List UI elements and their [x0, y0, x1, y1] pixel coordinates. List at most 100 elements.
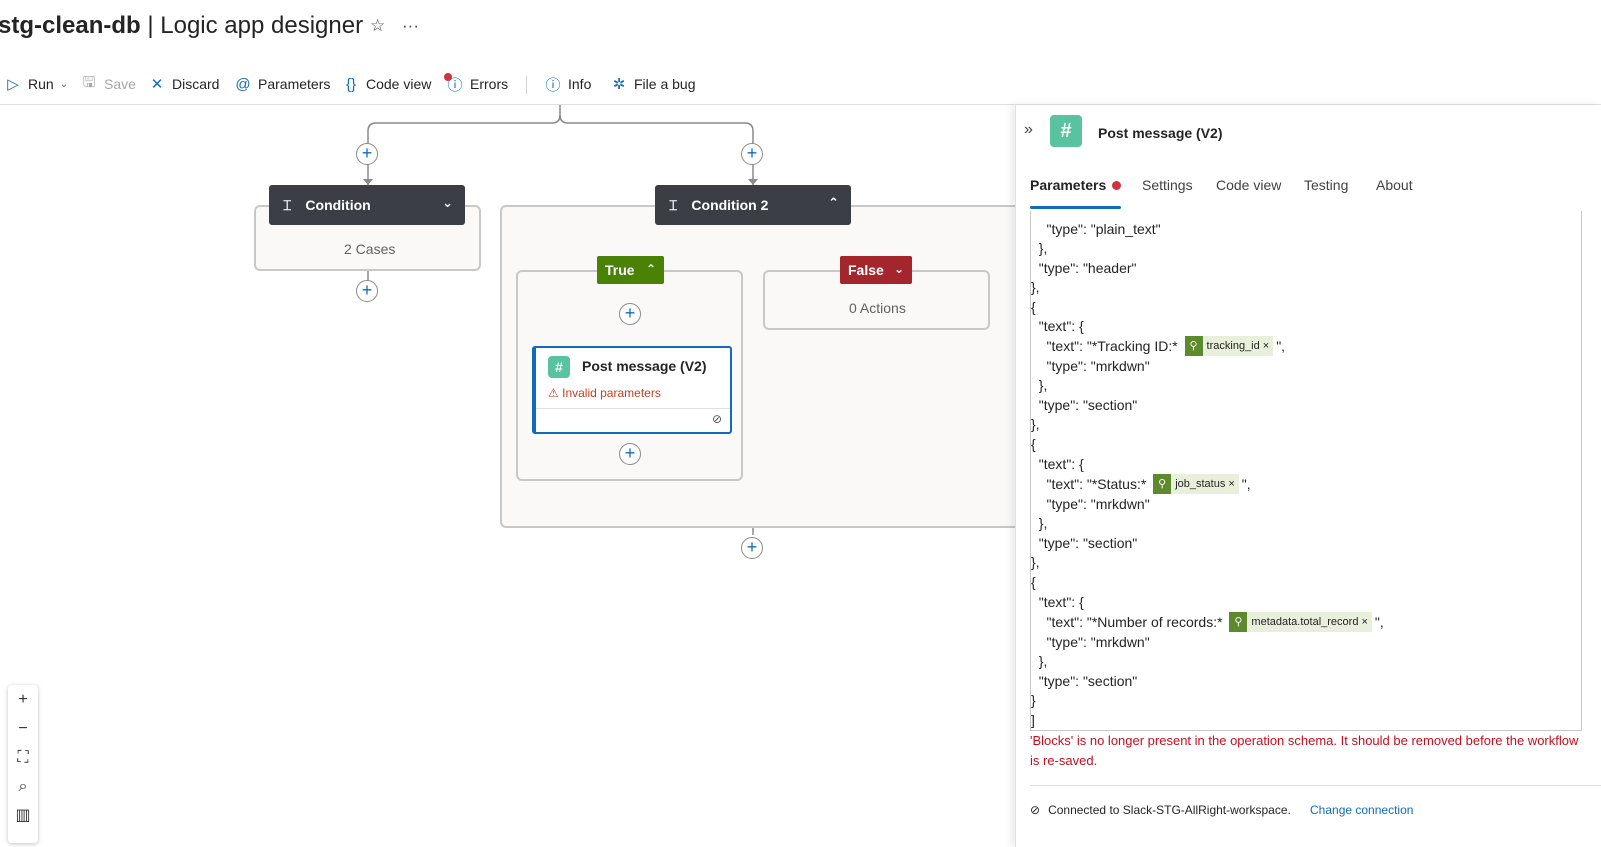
code-line: "type": "section" — [1031, 535, 1138, 551]
play-icon: ▷ — [7, 76, 19, 93]
token-tracking-id[interactable]: ⚲tracking_id× — [1184, 336, 1274, 356]
code-line: }, — [1031, 416, 1040, 432]
tab-parameters[interactable]: Parameters — [1030, 177, 1122, 209]
code-line: }, — [1031, 515, 1048, 531]
chevron-down-icon: ⌄ — [893, 262, 904, 276]
info-icon: ⓘ — [545, 76, 561, 94]
add-action-button[interactable]: + — [619, 443, 641, 465]
zoom-in-icon[interactable]: + — [18, 691, 28, 708]
page-title: stg-clean-db | Logic app designer — [0, 12, 364, 39]
star-icon[interactable]: ☆ — [370, 16, 386, 35]
add-action-button[interactable]: + — [356, 280, 378, 302]
token-icon: ⚲ — [1184, 336, 1203, 356]
code-line: { — [1031, 299, 1036, 315]
tab-settings[interactable]: Settings — [1142, 177, 1193, 193]
zoom-controls: + − ⛶ ⌕ ▥ — [8, 685, 38, 843]
code-line: }, — [1031, 653, 1048, 669]
run-button[interactable]: ▷Run⌄ — [4, 72, 68, 96]
code-line: "type": "section" — [1031, 397, 1138, 413]
token-total-record[interactable]: ⚲metadata.total_record× — [1229, 612, 1372, 632]
code-view-button[interactable]: {}Code view — [342, 72, 431, 96]
tab-code-view[interactable]: Code view — [1216, 177, 1282, 193]
connection-text: Connected to Slack-STG-AllRight-workspac… — [1048, 803, 1291, 817]
condition-2-header[interactable]: ⌶ Condition 2 ⌃ — [655, 185, 851, 225]
discard-button[interactable]: ✕Discard — [148, 72, 220, 96]
code-line: "type": "mrkdwn" — [1031, 358, 1150, 374]
search-icon[interactable]: ⌕ — [18, 778, 28, 795]
tab-testing[interactable]: Testing — [1304, 177, 1349, 193]
false-branch-summary: 0 Actions — [849, 300, 906, 316]
more-icon[interactable]: ··· — [402, 16, 419, 35]
slack-icon: # — [1050, 115, 1082, 147]
file-bug-button[interactable]: ✲File a bug — [610, 72, 696, 96]
code-line: } — [1031, 692, 1036, 708]
minimap-icon[interactable]: ▥ — [15, 807, 31, 824]
parameters-icon: @ — [235, 75, 251, 93]
fit-view-icon[interactable]: ⛶ — [17, 749, 29, 766]
condition-icon: ⌶ — [283, 196, 292, 213]
panel-divider — [1030, 785, 1601, 786]
zoom-out-icon[interactable]: − — [18, 720, 28, 737]
collapse-panel-icon[interactable]: » — [1024, 121, 1033, 138]
change-connection-link[interactable]: Change connection — [1310, 803, 1414, 817]
code-line: "text": "*Status:* ⚲job_status×", — [1031, 474, 1251, 494]
close-icon: ✕ — [150, 76, 164, 93]
add-action-button[interactable]: + — [741, 537, 763, 559]
error-dot — [1112, 181, 1122, 190]
code-line: }, — [1031, 279, 1040, 295]
condition-title: Condition — [305, 197, 371, 213]
command-bar: ▷Run⌄ 🖫Save ✕Discard @Parameters {}Code … — [0, 68, 1601, 100]
tab-about[interactable]: About — [1376, 177, 1413, 193]
code-line: "type": "mrkdwn" — [1031, 496, 1150, 512]
toolbar-divider-line — [0, 104, 1601, 105]
blocks-editor[interactable]: "type": "plain_text" }, "type": "header"… — [1030, 211, 1582, 731]
remove-token-icon[interactable]: × — [1361, 616, 1368, 628]
code-line: ] — [1031, 712, 1035, 728]
condition-icon: ⌶ — [669, 196, 678, 213]
true-branch-label[interactable]: True ⌃ — [597, 256, 664, 284]
code-line: { — [1031, 436, 1036, 452]
chevron-up-icon[interactable]: ⌃ — [828, 195, 839, 210]
add-action-button[interactable]: + — [356, 143, 378, 165]
code-line: "text": "*Number of records:* ⚲metadata.… — [1031, 612, 1384, 632]
action-error: ⚠ Invalid parameters — [548, 386, 661, 400]
true-label: True — [605, 262, 635, 278]
code-line: }, — [1031, 554, 1040, 570]
card-divider — [536, 408, 730, 409]
panel-title[interactable]: Post message (V2) — [1098, 125, 1223, 141]
save-button[interactable]: 🖫Save — [80, 72, 136, 96]
false-label: False — [848, 262, 884, 278]
bug-icon: ✲ — [612, 76, 626, 93]
warning-icon: ⚠ — [548, 386, 559, 400]
save-icon: 🖫 — [82, 73, 96, 91]
title-bar: stg-clean-db | Logic app designer ☆ ··· — [0, 0, 1601, 58]
false-branch-label[interactable]: False ⌄ — [840, 256, 912, 284]
condition-header[interactable]: ⌶ Condition ⌄ — [269, 185, 465, 225]
chevron-down-icon: ⌄ — [59, 78, 69, 90]
errors-badge — [444, 73, 452, 81]
code-line: "type": "plain_text" — [1031, 221, 1161, 237]
remove-token-icon[interactable]: × — [1228, 478, 1235, 490]
chevron-down-icon[interactable]: ⌄ — [442, 195, 453, 210]
token-job-status[interactable]: ⚲job_status× — [1153, 474, 1239, 494]
action-details-panel: » # Post message (V2) Parameters Setting… — [1015, 105, 1601, 847]
code-line: }, — [1031, 240, 1048, 256]
condition-2-title: Condition 2 — [691, 197, 769, 213]
slack-icon: # — [548, 356, 570, 378]
designer-canvas[interactable]: + + 2 Cases ⌶ Condition ⌄ + ⌶ Condition … — [0, 105, 1030, 847]
connection-icon: ⊘ — [1030, 803, 1041, 817]
code-line: "text": { — [1031, 456, 1084, 472]
token-icon: ⚲ — [1229, 612, 1248, 632]
action-title: Post message (V2) — [582, 358, 707, 374]
add-action-button[interactable]: + — [619, 303, 641, 325]
error-icon: ⓘ — [447, 76, 463, 94]
post-message-action-card[interactable]: # Post message (V2) ⚠ Invalid parameters… — [532, 346, 732, 434]
code-line: "text": "*Tracking ID:* ⚲tracking_id×", — [1031, 336, 1286, 356]
chevron-up-icon: ⌃ — [645, 262, 656, 276]
remove-token-icon[interactable]: × — [1262, 340, 1270, 352]
code-line: "text": { — [1031, 594, 1084, 610]
add-action-button[interactable]: + — [741, 143, 763, 165]
parameters-button[interactable]: @Parameters — [235, 75, 331, 93]
